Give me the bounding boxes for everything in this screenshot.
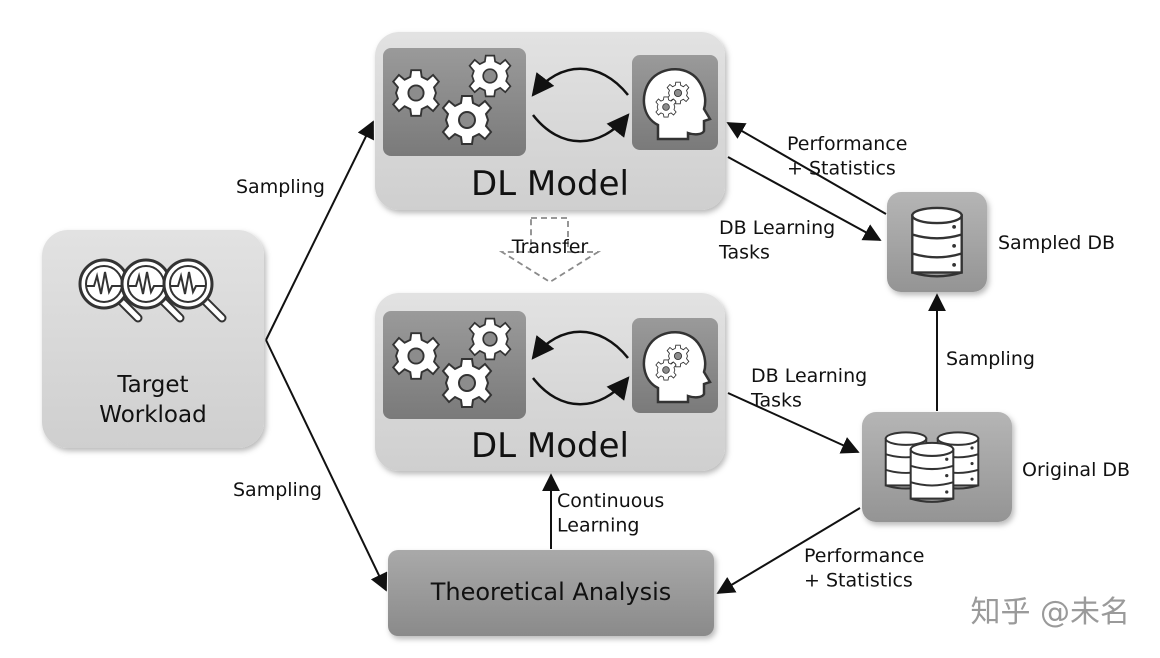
theoretical-analysis-label: Theoretical Analysis <box>430 578 672 606</box>
dl-model-top-label: DL Model <box>471 164 629 204</box>
edge-top-model-to-sampled-db <box>727 156 882 241</box>
edge-bottom-model-to-original-db <box>727 392 860 454</box>
edge-original-db-to-analysis <box>716 507 861 594</box>
edge-lines <box>265 120 946 594</box>
sampling-top-label: Sampling <box>236 176 325 198</box>
feedback-loop-arrows <box>531 67 630 143</box>
sampling-bottom-label: Sampling <box>233 479 322 501</box>
database-icon <box>911 206 963 278</box>
transfer-arrow: Transfer <box>498 217 602 284</box>
sampled-db-node: Sampled DB <box>887 192 1115 292</box>
edge-workload-to-top-model <box>265 120 374 341</box>
dl-model-bottom-panel: DL Model <box>375 293 725 471</box>
original-db-node: Original DB <box>862 412 1130 522</box>
dl-model-top-panel: DL Model <box>375 32 725 210</box>
feedback-loop-arrows <box>531 330 630 406</box>
transfer-label: Transfer <box>511 236 589 258</box>
theoretical-analysis-node: Theoretical Analysis <box>388 550 714 636</box>
sampled-db-label: Sampled DB <box>998 232 1115 254</box>
performance-statistics-bottom-label: Performance+ Statistics <box>804 545 924 592</box>
edge-workload-to-analysis <box>265 339 388 592</box>
dl-model-bottom-label: DL Model <box>471 426 629 466</box>
watermark: 知乎 @未名 <box>970 595 1130 630</box>
sampling-db-label: Sampling <box>946 348 1035 370</box>
original-db-label: Original DB <box>1022 459 1130 481</box>
performance-statistics-top-label: Performance+ Statistics <box>787 133 907 180</box>
edge-sampled-db-to-top-model <box>726 122 887 215</box>
